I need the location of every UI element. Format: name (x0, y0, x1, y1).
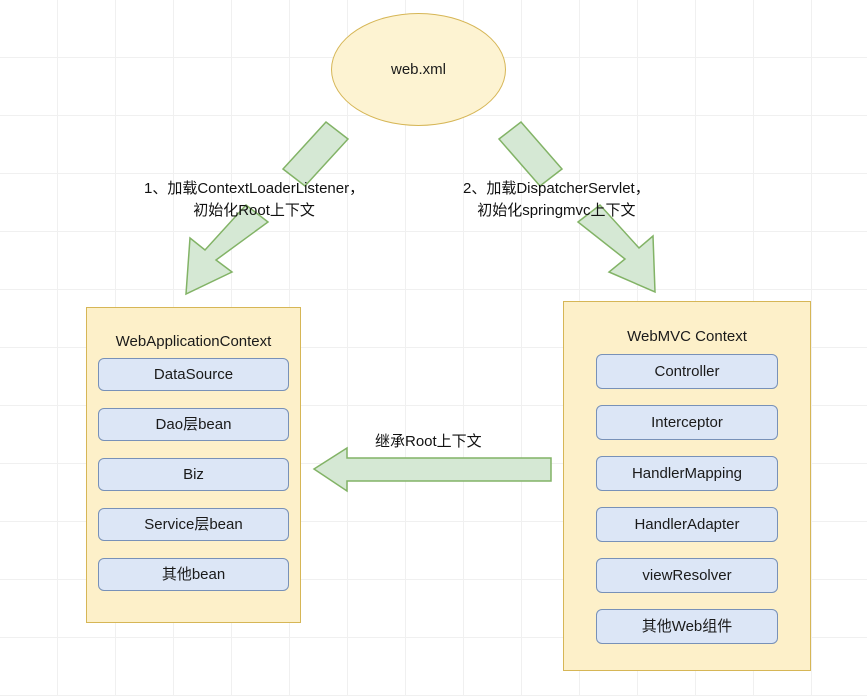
webmvc-context-title: WebMVC Context (627, 328, 747, 345)
bean-item[interactable]: Dao层bean (98, 408, 289, 441)
bean-item[interactable]: HandlerMapping (596, 456, 778, 491)
web-xml-node[interactable]: web.xml (331, 13, 506, 126)
load-dispatcher-label-line2: 初始化springmvc上下文 (477, 202, 636, 219)
root-application-context-container[interactable]: WebApplicationContext DataSource Dao层bea… (86, 307, 301, 623)
load-dispatcher-arrow-shaft-upper (497, 120, 564, 188)
root-context-title: WebApplicationContext (115, 333, 272, 350)
inherit-root-arrow-label: 继承Root上下文 (375, 431, 482, 453)
load-listener-label-line1: 1、加载ContextLoaderListener， (144, 180, 365, 197)
bean-item[interactable]: Controller (596, 354, 778, 389)
bean-item[interactable]: 其他bean (98, 558, 289, 591)
load-listener-arrow-label: 1、加载ContextLoaderListener， 初始化Root上下文 (144, 178, 364, 222)
bean-item[interactable]: Interceptor (596, 405, 778, 440)
load-listener-label-line2: 初始化Root上下文 (193, 202, 315, 219)
load-dispatcher-label-line1: 2、加载DispatcherServlet， (463, 180, 650, 197)
root-context-bean-list: DataSource Dao层bean Biz Service层bean 其他b… (87, 358, 300, 608)
bean-item[interactable]: 其他Web组件 (596, 609, 778, 644)
web-xml-label: web.xml (390, 61, 446, 78)
webmvc-context-bean-list: Controller Interceptor HandlerMapping Ha… (564, 354, 810, 660)
inherit-root-arrow (312, 446, 552, 493)
bean-item[interactable]: HandlerAdapter (596, 507, 778, 542)
load-dispatcher-arrow-label: 2、加载DispatcherServlet， 初始化springmvc上下文 (463, 178, 650, 222)
webmvc-context-container[interactable]: WebMVC Context Controller Interceptor Ha… (563, 301, 811, 671)
bean-item[interactable]: viewResolver (596, 558, 778, 593)
bean-item[interactable]: Service层bean (98, 508, 289, 541)
bean-item[interactable]: DataSource (98, 358, 289, 391)
load-listener-arrow-shaft-upper (281, 120, 350, 188)
inherit-root-label-line1: 继承Root上下文 (375, 433, 482, 450)
bean-item[interactable]: Biz (98, 458, 289, 491)
